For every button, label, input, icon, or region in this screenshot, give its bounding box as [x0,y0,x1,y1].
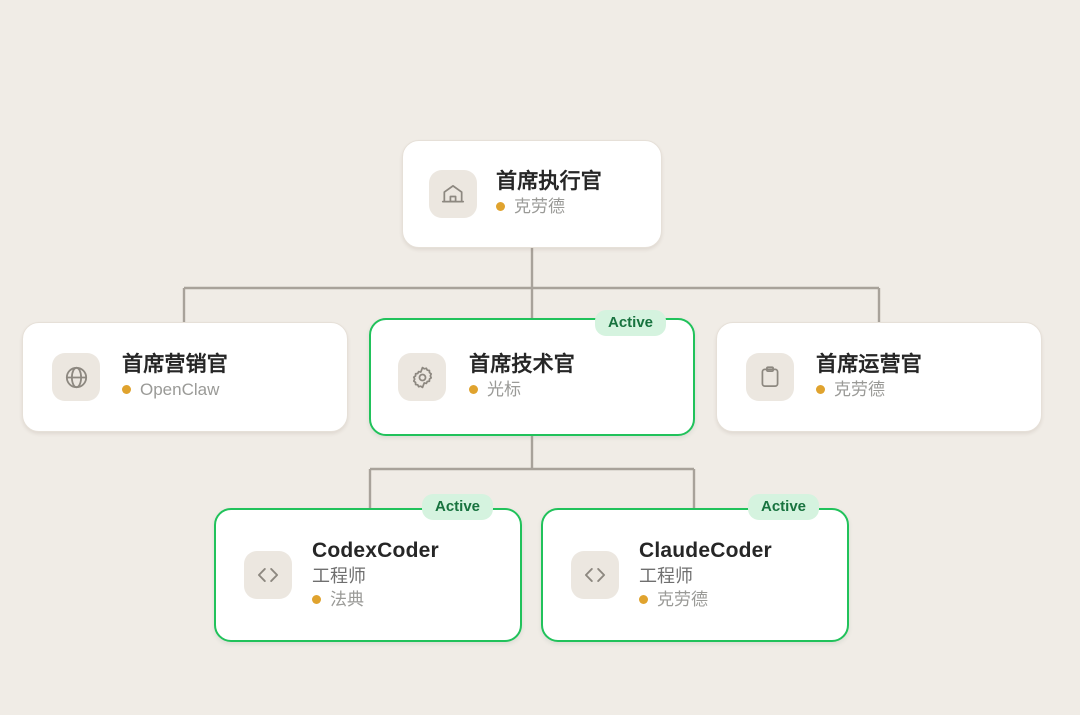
org-node-ceo-title: 首席执行官 [496,170,602,194]
status-badge-cto: Active [595,310,667,336]
gear-icon [398,353,446,401]
org-node-claudecoder-model-label: 克劳德 [657,590,708,610]
org-node-cto-text: 首席技术官 光标 [469,352,575,401]
org-node-ceo-text: 首席执行官 克劳德 [496,169,602,218]
org-node-coo-text: 首席运营官 克劳德 [816,352,922,401]
org-node-claudecoder-title: ClaudeCoder [639,539,772,563]
org-node-coo-model-label: 克劳德 [834,379,885,399]
status-badge-codexcoder: Active [422,494,494,520]
org-node-coo-title: 首席运营官 [816,353,922,377]
status-dot-icon [312,595,321,605]
org-node-cto-title: 首席技术官 [469,353,575,377]
status-dot-icon [639,595,648,605]
org-node-cmo-title: 首席营销官 [122,353,228,377]
globe-icon [52,353,100,401]
status-dot-icon [816,385,825,395]
org-node-cto-model: 光标 [469,378,575,402]
org-node-codexcoder-model: 法典 [312,588,439,612]
home-icon [429,170,477,218]
org-node-codexcoder-title: CodexCoder [312,539,439,563]
org-node-claudecoder-role: 工程师 [639,565,693,586]
org-node-claudecoder[interactable]: ClaudeCoder 工程师 克劳德 [541,508,849,642]
org-node-cmo-text: 首席营销官 OpenClaw [122,352,228,401]
org-node-claudecoder-text: ClaudeCoder 工程师 克劳德 [639,538,772,612]
status-dot-icon [469,385,478,395]
org-node-cmo[interactable]: 首席营销官 OpenClaw [22,322,348,432]
org-node-claudecoder-model: 克劳德 [639,588,772,612]
org-node-cmo-model: OpenClaw [122,378,228,402]
org-node-ceo-model: 克劳德 [496,195,602,219]
org-node-codexcoder-text: CodexCoder 工程师 法典 [312,538,439,612]
org-node-codexcoder[interactable]: CodexCoder 工程师 法典 [214,508,522,642]
org-node-coo-model: 克劳德 [816,378,922,402]
org-node-cmo-model-label: OpenClaw [140,379,220,399]
status-dot-icon [122,385,131,395]
status-badge-claudecoder: Active [748,494,820,520]
code-icon [571,551,619,599]
code-icon [244,551,292,599]
org-node-cto[interactable]: 首席技术官 光标 [369,318,695,436]
org-node-codexcoder-model-label: 法典 [330,590,364,610]
org-node-coo[interactable]: 首席运营官 克劳德 [716,322,1042,432]
status-dot-icon [496,202,505,212]
org-node-ceo[interactable]: 首席执行官 克劳德 [402,140,662,248]
clipboard-icon [746,353,794,401]
org-node-cto-model-label: 光标 [487,379,521,399]
org-node-ceo-model-label: 克劳德 [514,196,565,216]
org-node-codexcoder-role: 工程师 [312,565,366,586]
